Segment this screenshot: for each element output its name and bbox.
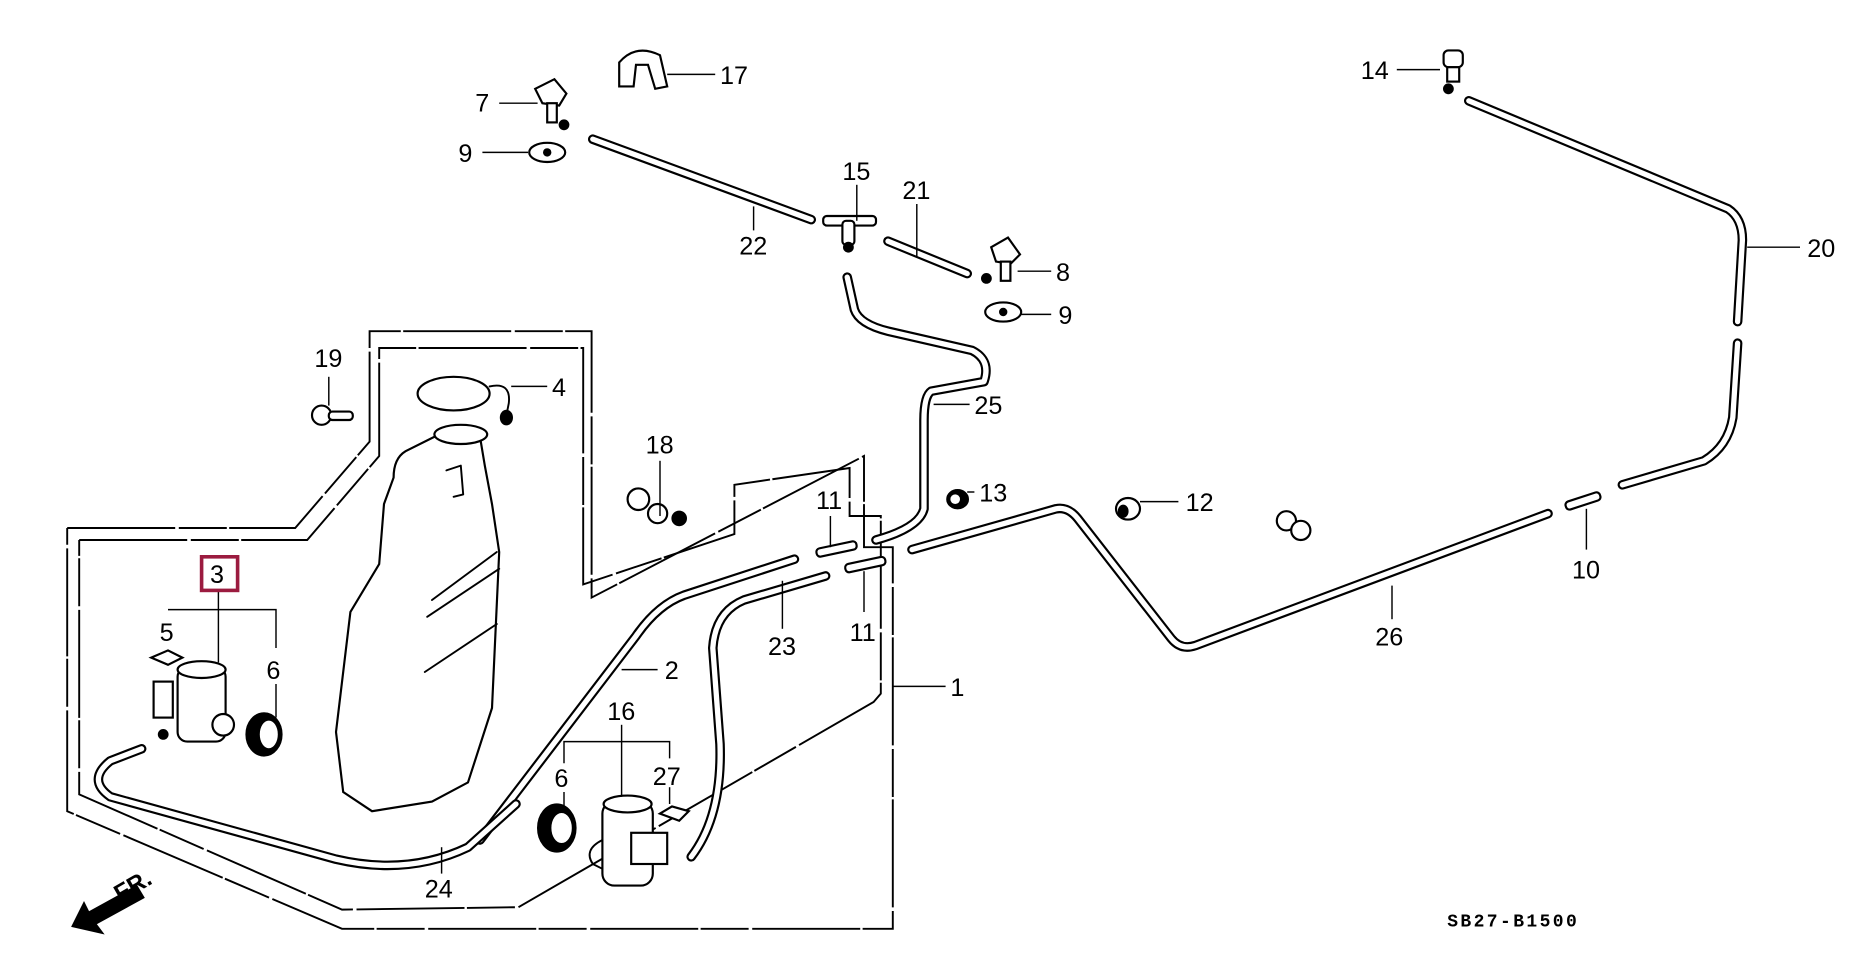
hose-25[interactable] xyxy=(842,272,991,545)
callout-26[interactable]: 26 xyxy=(1375,624,1403,652)
clip-18[interactable] xyxy=(626,487,687,527)
assembly-frame-outer xyxy=(66,330,894,930)
grommet-9-left[interactable] xyxy=(528,141,567,164)
callout-19[interactable]: 19 xyxy=(314,345,342,373)
grommet-12[interactable] xyxy=(1114,496,1142,521)
assembly-frame-inner xyxy=(78,347,882,911)
callout-17[interactable]: 17 xyxy=(720,62,748,90)
hose-24[interactable] xyxy=(93,744,521,871)
washer-motor-3[interactable] xyxy=(152,660,236,743)
clip-27[interactable] xyxy=(657,805,691,823)
callout-22[interactable]: 22 xyxy=(739,232,767,260)
callout-10[interactable]: 10 xyxy=(1572,556,1600,584)
hose-20[interactable] xyxy=(1464,96,1748,490)
callout-1[interactable]: 1 xyxy=(950,674,964,702)
callout-16[interactable]: 16 xyxy=(607,698,635,726)
callout-24[interactable]: 24 xyxy=(425,876,453,904)
callout-21[interactable]: 21 xyxy=(902,177,930,205)
callout-25[interactable]: 25 xyxy=(974,392,1002,420)
clip-hose-26[interactable] xyxy=(1275,510,1312,542)
joint-15[interactable] xyxy=(822,214,878,253)
grommet-6-right[interactable] xyxy=(537,803,577,853)
hose-26[interactable] xyxy=(907,503,1553,652)
callout-7[interactable]: 7 xyxy=(475,90,489,118)
nozzle-14[interactable] xyxy=(1442,49,1464,95)
callout-8[interactable]: 8 xyxy=(1056,259,1070,287)
nozzle-7[interactable] xyxy=(533,77,570,131)
grommet-13[interactable] xyxy=(946,489,969,510)
grommet-6-left[interactable] xyxy=(245,712,283,757)
joint-11-lower[interactable] xyxy=(844,555,887,574)
callout-4[interactable]: 4 xyxy=(552,374,566,402)
callout-27[interactable]: 27 xyxy=(653,763,681,791)
leader-lines xyxy=(168,68,1800,874)
callout-9-left[interactable]: 9 xyxy=(458,140,472,168)
cap-4[interactable] xyxy=(416,375,513,426)
front-direction-indicator: FR. xyxy=(71,865,156,935)
seal-5[interactable] xyxy=(148,649,185,666)
washer-tank[interactable] xyxy=(334,423,501,813)
callout-20[interactable]: 20 xyxy=(1807,235,1835,263)
callout-9-right[interactable]: 9 xyxy=(1058,302,1072,330)
callout-5[interactable]: 5 xyxy=(160,619,174,647)
callout-11-lower[interactable]: 11 xyxy=(850,619,876,647)
clip-17[interactable] xyxy=(618,49,669,91)
callout-14[interactable]: 14 xyxy=(1361,57,1389,85)
joint-11-upper[interactable] xyxy=(815,540,858,558)
callout-23[interactable]: 23 xyxy=(768,633,796,661)
bolt-19[interactable] xyxy=(310,404,354,426)
grommet-9-right[interactable] xyxy=(984,301,1023,323)
callout-18[interactable]: 18 xyxy=(646,432,674,460)
callout-11-upper[interactable]: 11 xyxy=(816,487,842,515)
hose-23[interactable] xyxy=(686,571,831,862)
hose-21[interactable] xyxy=(883,236,972,279)
washer-motor-16[interactable] xyxy=(588,794,669,887)
joint-10[interactable] xyxy=(1564,491,1602,511)
diagram-code: SB27-B1500 xyxy=(1447,912,1579,932)
highlight-box-part-3 xyxy=(199,555,240,593)
callout-3[interactable]: 3 xyxy=(210,561,224,589)
hose-22[interactable] xyxy=(588,134,816,225)
callout-12[interactable]: 12 xyxy=(1186,489,1214,517)
callout-2[interactable]: 2 xyxy=(665,657,679,685)
front-arrow-icon xyxy=(71,884,145,935)
callout-6-left[interactable]: 6 xyxy=(266,657,280,685)
callout-13[interactable]: 13 xyxy=(979,480,1007,508)
nozzle-8[interactable] xyxy=(981,236,1022,284)
callout-15[interactable]: 15 xyxy=(842,158,870,186)
callout-6-right[interactable]: 6 xyxy=(554,765,568,793)
hose-2[interactable] xyxy=(475,554,800,845)
callout-labels: 1 2 3 4 5 6 6 7 8 9 9 10 11 11 12 13 14 … xyxy=(160,57,1836,903)
